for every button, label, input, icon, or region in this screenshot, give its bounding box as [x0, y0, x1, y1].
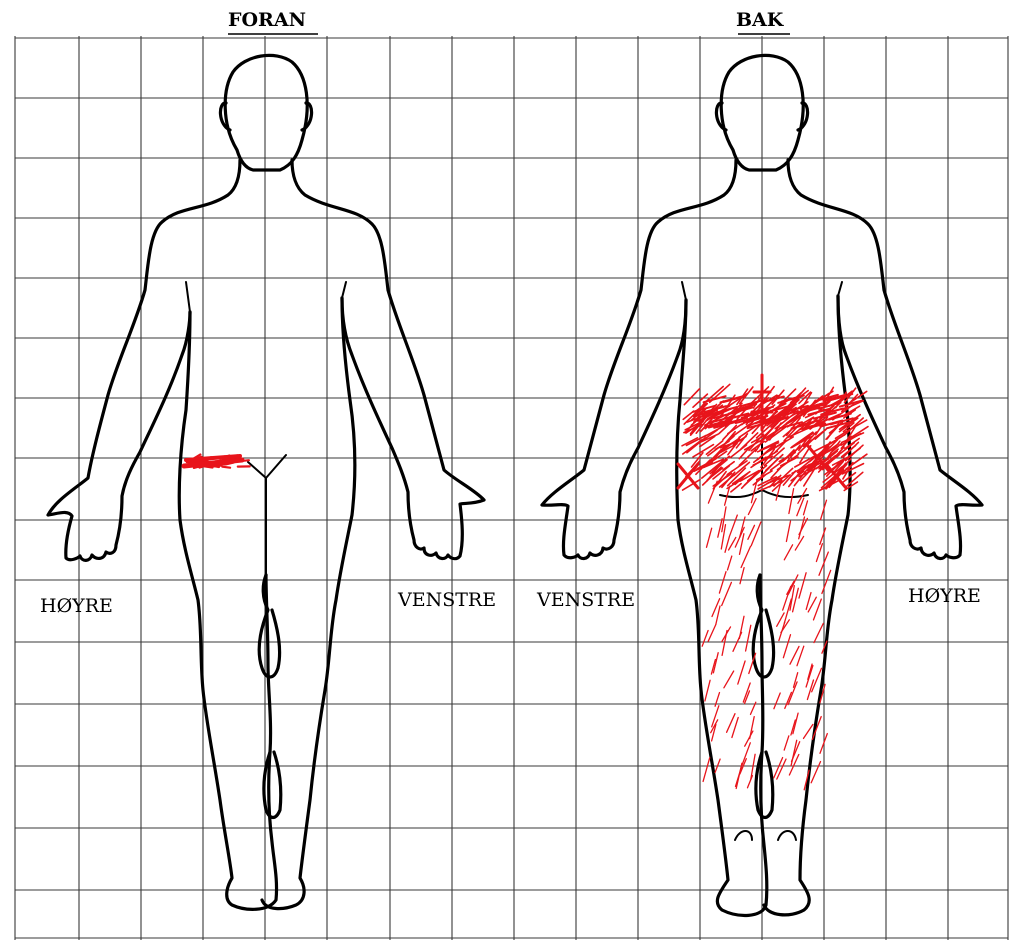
pain-stroke — [222, 467, 230, 468]
front-left-side-label: VENSTRE — [397, 589, 496, 611]
back-left-side-label: VENSTRE — [536, 589, 635, 611]
back-right-side-label: HØYRE — [908, 585, 981, 607]
front-right-side-label: HØYRE — [40, 595, 113, 617]
front-view-title: FORAN — [228, 9, 306, 31]
back-view-title: BAK — [736, 9, 785, 31]
